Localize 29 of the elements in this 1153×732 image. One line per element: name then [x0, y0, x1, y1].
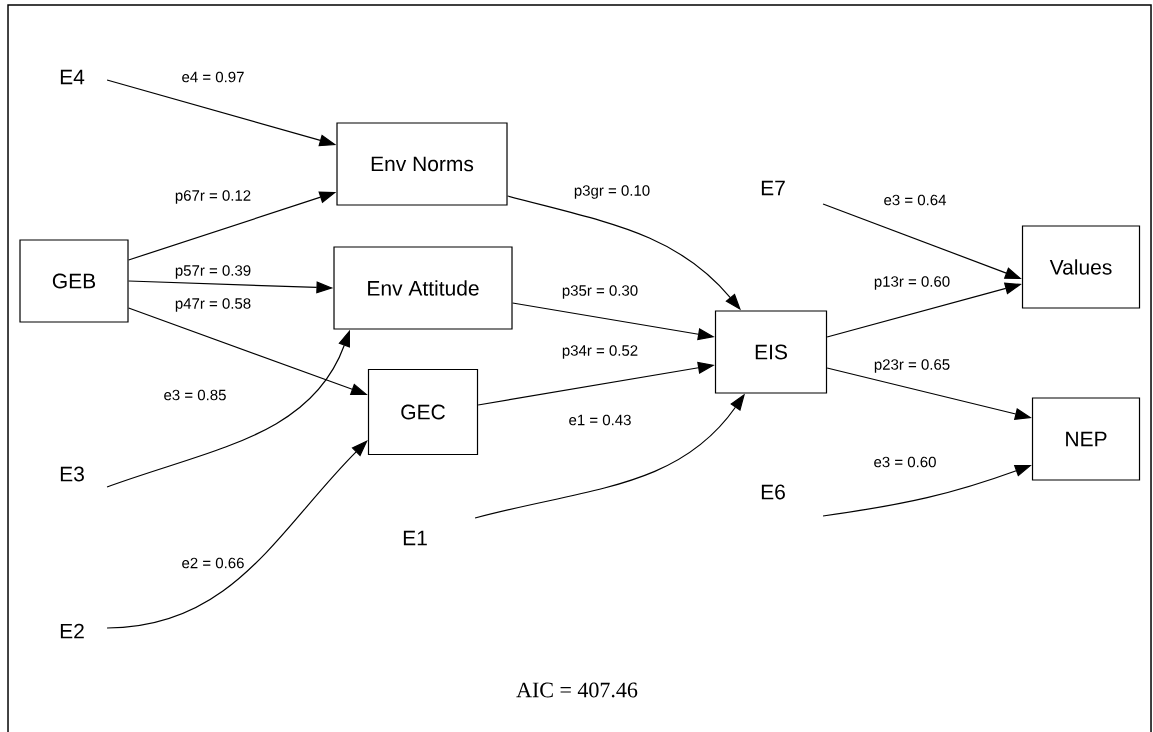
variable-box: GEB	[19, 239, 129, 323]
edge-label: p57r = 0.39	[173, 264, 253, 280]
variable-box: NEP	[1031, 397, 1141, 481]
error-term-label: E2	[60, 623, 84, 639]
variable-box: Env Attitude	[333, 246, 513, 330]
variable-box: EIS	[714, 310, 828, 394]
edge-label: e2 = 0.66	[180, 556, 246, 570]
edge-label: p67r = 0.12	[173, 189, 253, 205]
error-term-label: E1	[403, 530, 427, 546]
edge-label: e3 = 0.60	[872, 455, 938, 469]
edge-label: p35r = 0.30	[560, 284, 640, 300]
arrow	[106, 440, 368, 629]
edge-label: p3gr = 0.10	[572, 184, 652, 200]
error-term-label: E3	[60, 466, 84, 482]
variable-box: GEC	[367, 368, 479, 456]
edge-label: e4 = 0.97	[180, 70, 246, 84]
edge-label: p23r = 0.65	[872, 358, 952, 374]
edge-label: e1 = 0.43	[567, 413, 633, 427]
error-term-label: E4	[60, 69, 85, 85]
edge-label: p47r = 0.58	[173, 297, 253, 313]
edge-label: e3 = 0.64	[882, 193, 948, 207]
error-term-label: E6	[761, 484, 785, 500]
error-term-label: E7	[761, 180, 785, 196]
edge-label: p13r = 0.60	[872, 275, 952, 291]
edge-label: e3 = 0.85	[162, 388, 228, 402]
variable-box: Values	[1021, 225, 1141, 309]
fit-statistic: AIC = 407.46	[516, 682, 638, 698]
variable-box: Env Norms	[336, 122, 508, 206]
edge-label: p34r = 0.52	[560, 344, 640, 360]
